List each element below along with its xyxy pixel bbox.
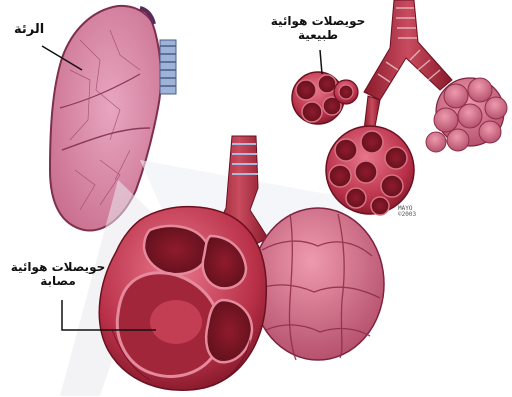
mayo-watermark: MAYO ©2003: [398, 206, 416, 219]
normal-alveoli-label-line1: حويصلات هوائية: [262, 14, 374, 28]
damaged-alveoli-label-line1: حويصلات هوائية: [6, 260, 110, 274]
normal-alveoli-label: حويصلات هوائية طبيعية: [262, 14, 374, 43]
normal-sac-lower: [326, 126, 414, 215]
lung-organ: [50, 6, 161, 231]
damaged-alveoli-label-line2: مصابة: [6, 274, 110, 288]
normal-alveoli-pointer: [320, 50, 322, 74]
damaged-sac-right: [252, 208, 384, 360]
normal-sac-left: [292, 72, 358, 124]
damaged-cavity-highlight: [150, 300, 202, 344]
bronchiole-upper: [364, 0, 452, 100]
damaged-cavity-1: [144, 226, 208, 274]
damaged-alveoli-label: حويصلات هوائية مصابة: [6, 260, 110, 289]
lung-label: الرئة: [14, 22, 44, 38]
normal-sac-right: [426, 78, 507, 152]
normal-alveoli-label-line2: طبيعية: [262, 28, 374, 42]
watermark-line2: ©2003: [398, 212, 416, 218]
trachea-segment: [160, 40, 176, 94]
